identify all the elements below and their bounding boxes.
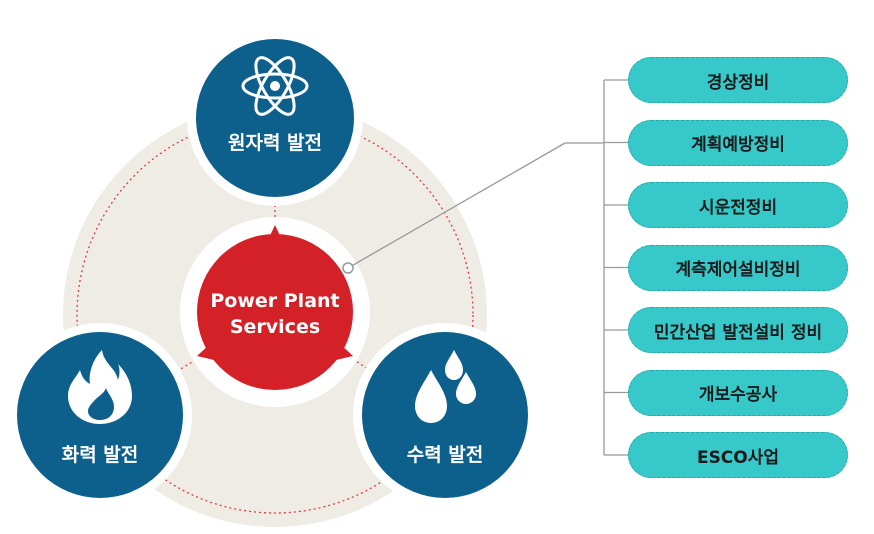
- atom-icon: [241, 56, 309, 116]
- leader-anchor-dot: [342, 262, 354, 274]
- center-title-line1: Power Plant: [210, 290, 340, 312]
- bracket-ticks: [604, 79, 628, 456]
- hydro-node: [362, 332, 528, 498]
- center-circle: [197, 234, 353, 390]
- service-item: 계획예방정비: [628, 119, 848, 166]
- service-item: 민간산업 발전설비 정비: [628, 307, 848, 353]
- center-title-line2: Services: [229, 316, 321, 338]
- thermal-node: [17, 332, 183, 498]
- service-item: 시운전정비: [628, 182, 848, 228]
- nuclear-node: [196, 39, 354, 197]
- center-title: Power Plant Services: [195, 288, 355, 340]
- service-item: 계측제어설비정비: [628, 244, 848, 291]
- nuclear-label: 원자력 발전: [227, 132, 322, 154]
- service-item: 개보수공사: [628, 369, 848, 416]
- flame-icon: [68, 350, 132, 424]
- leader-line: [347, 142, 566, 269]
- service-item: 경상정비: [628, 57, 848, 103]
- service-item: ESCO사업: [628, 432, 848, 478]
- water-drops-icon: [415, 350, 476, 423]
- thermal-label: 화력 발전: [61, 444, 139, 466]
- hydro-label: 수력 발전: [406, 444, 484, 466]
- orbit-ring: [76, 116, 474, 514]
